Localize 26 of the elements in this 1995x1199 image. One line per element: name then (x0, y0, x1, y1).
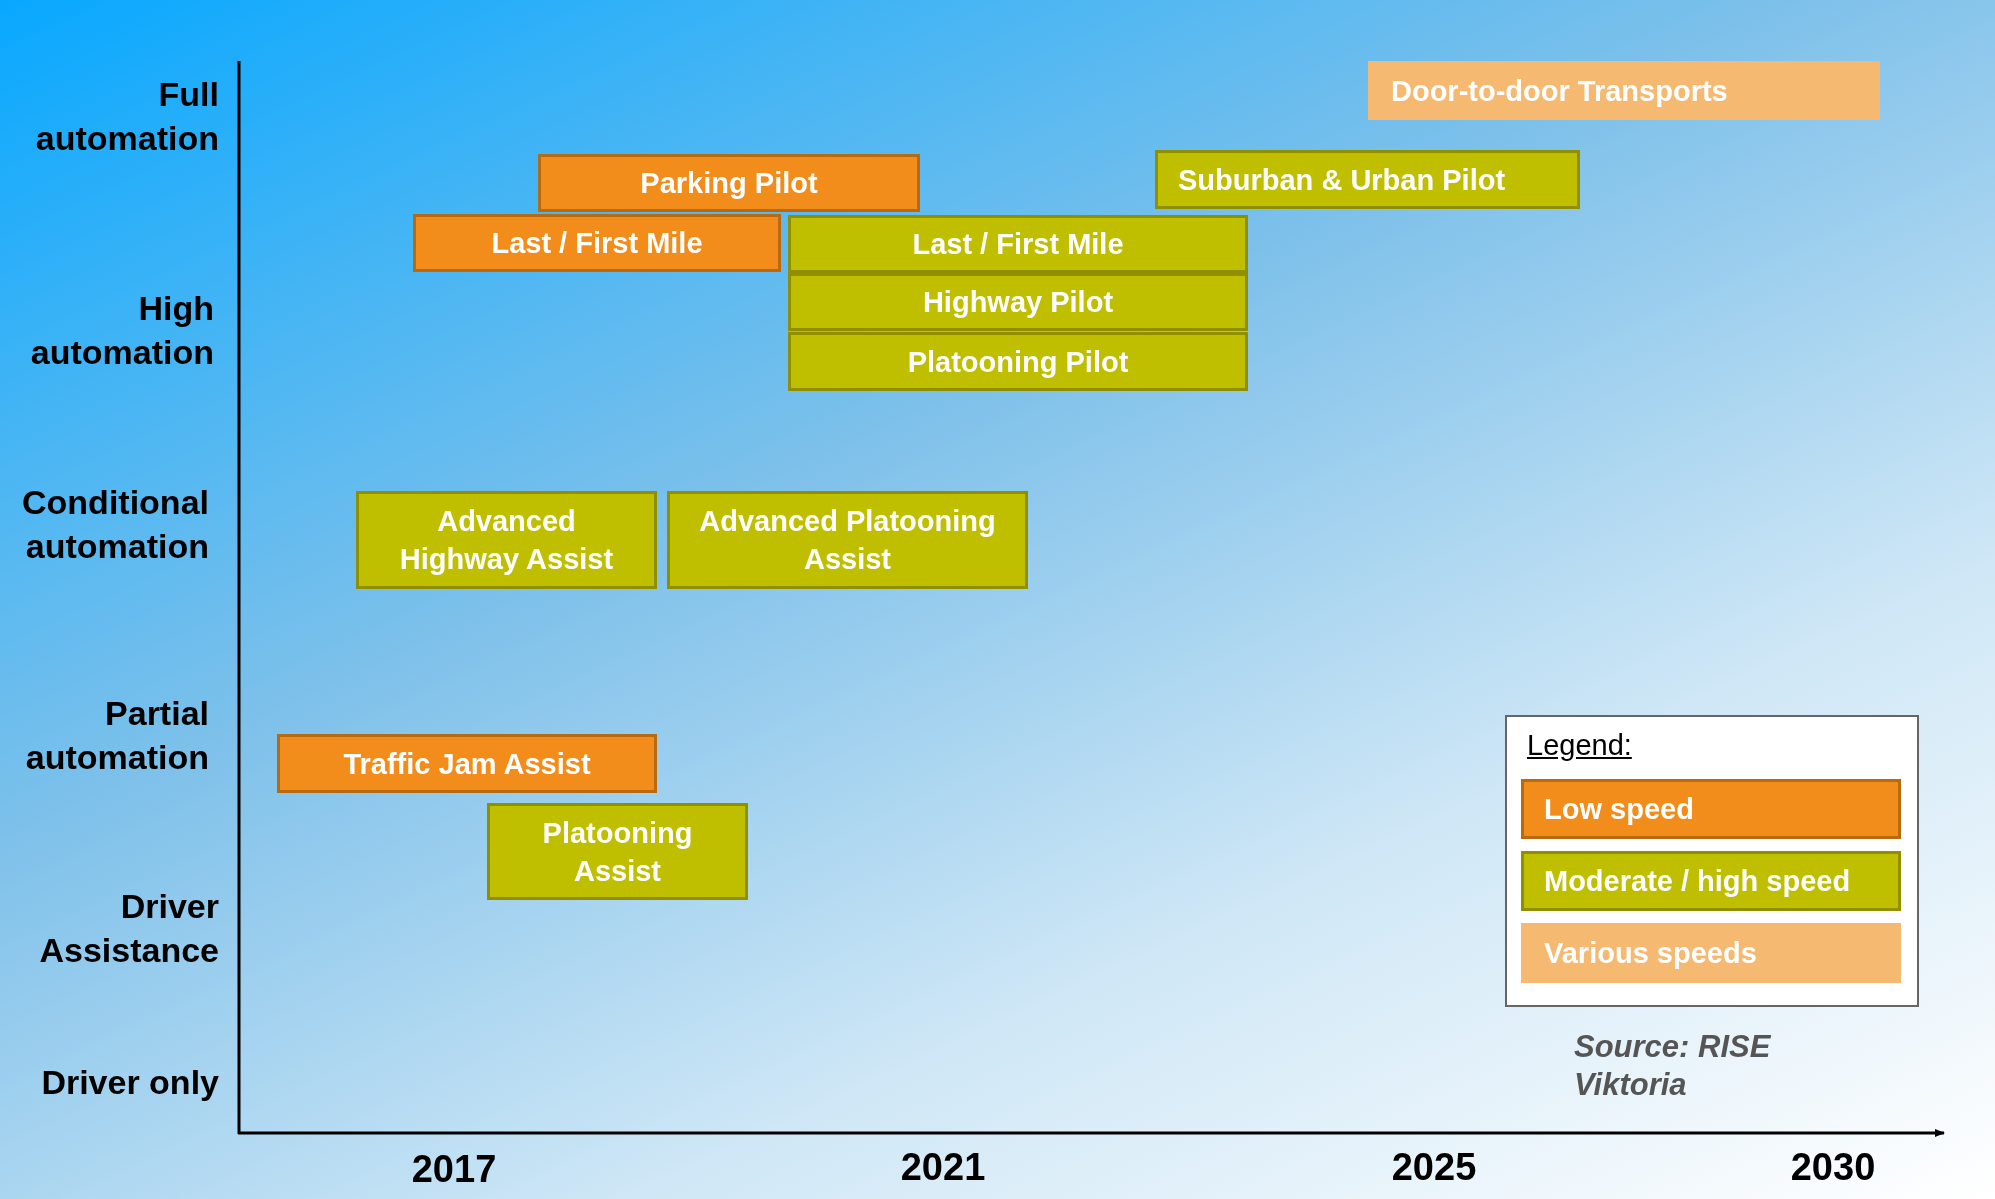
legend-title: Legend: (1527, 728, 1632, 763)
timeline-bar: Highway Pilot (788, 273, 1248, 331)
timeline-bar: Platooning Pilot (788, 332, 1248, 391)
timeline-bar: Door-to-door Transports (1368, 61, 1880, 120)
automation-level-label: Driver Assistance (38, 886, 219, 971)
legend-swatch: Various speeds (1521, 923, 1901, 983)
automation-level-label: Partial automation (24, 693, 209, 778)
timeline-bar: Traffic Jam Assist (277, 734, 657, 793)
source-note: Source: RISE Viktoria (1574, 1028, 1772, 1104)
timeline-bar: Advanced Highway Assist (356, 491, 657, 589)
automation-level-label: Full automation (34, 74, 219, 159)
year-label: 2030 (1790, 1145, 1876, 1189)
automation-level-label: High automation (29, 288, 214, 373)
timeline-bar: Advanced Platooning Assist (667, 491, 1028, 589)
year-label: 2017 (411, 1147, 497, 1191)
timeline-bar: Platooning Assist (487, 803, 748, 900)
legend-swatch: Low speed (1521, 779, 1901, 839)
legend-swatch: Moderate / high speed (1521, 851, 1901, 911)
timeline-bar: Last / First Mile (413, 214, 781, 272)
automation-level-label: Conditional automation (21, 482, 209, 567)
timeline-bar: Suburban & Urban Pilot (1155, 150, 1580, 209)
timeline-bar: Parking Pilot (538, 154, 920, 212)
timeline-bar: Last / First Mile (788, 215, 1248, 273)
automation-level-label: Driver only (41, 1062, 219, 1103)
year-label: 2025 (1391, 1145, 1477, 1189)
year-label: 2021 (900, 1145, 986, 1189)
